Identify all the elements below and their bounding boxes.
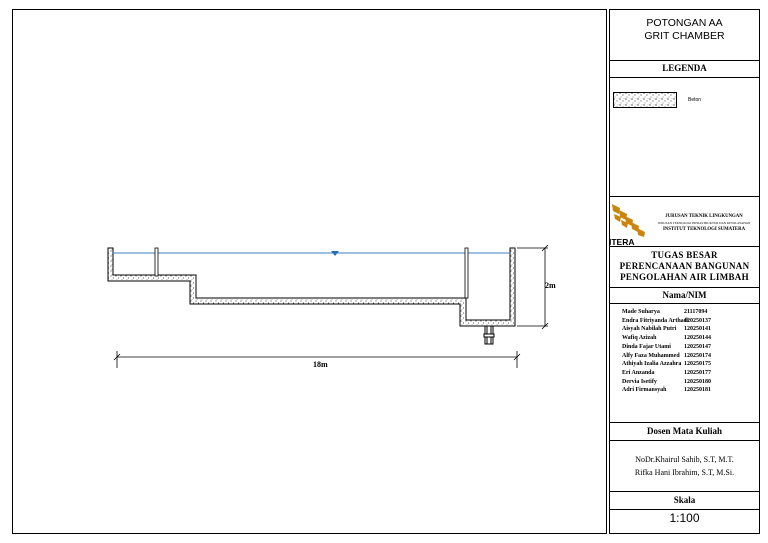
divider-legend-heading (609, 77, 760, 78)
divider-members (609, 422, 760, 423)
length-dimension (113, 351, 521, 368)
member-name: Dervia Isetify (622, 378, 657, 385)
member-name: Wafiq Azizah (622, 335, 657, 342)
project-line1: TUGAS BESAR (651, 250, 718, 260)
height-dimension-label: 2m (545, 281, 556, 290)
divider-lecturer (609, 491, 760, 492)
scale-heading: Skala (673, 495, 696, 505)
legend-swatch-beton (613, 92, 677, 108)
divider-scale-heading (609, 509, 760, 510)
member-row: Aisyah Nabilah Putri 120250141 (622, 325, 752, 334)
member-name: Dinda Fajar Utami (622, 343, 671, 350)
member-name: Endra Fitriyanda Arthadi (622, 317, 689, 324)
length-dimension-label: 18m (313, 360, 328, 369)
drawing-title-line1: POTONGAN AA (646, 17, 723, 29)
legend-heading: LEGENDA (662, 63, 707, 73)
lecturer-line2: Rifka Hani Ibrahim, S.T, M.Si. (634, 468, 735, 477)
member-nim: 120250175 (684, 361, 711, 368)
project-line2: PERENCANAAN BANGUNAN (619, 261, 750, 271)
member-row: Alfy Faza Muhammed 120250174 (622, 352, 752, 361)
member-name: Eri Anzanda (622, 369, 655, 376)
inlet-baffle (154, 247, 159, 277)
grit-chamber-section: 2m 18m (107, 244, 556, 369)
member-nim: 120250180 (684, 378, 711, 385)
member-row: Made Suharya 21117094 (622, 308, 752, 317)
member-row: Wafiq Azizah 120250144 (622, 334, 752, 343)
member-nim: 120250181 (684, 387, 711, 394)
institution-block: JURUSAN TEKNIK LINGKUNGAN JURUSAN TEKNOL… (648, 213, 760, 233)
member-nim: 21117094 (684, 309, 708, 315)
member-nim: 120250141 (684, 326, 711, 333)
height-dimension (517, 244, 549, 330)
member-nim: 120250137 (684, 317, 711, 324)
member-row: Eri Anzanda 120250177 (622, 369, 752, 378)
project-title: TUGAS BESAR PERENCANAAN BANGUNAN PENGOLA… (609, 250, 760, 283)
member-row: Dervia Isetify 120250180 (622, 378, 752, 387)
project-line3: PENGOLAHAN AIR LIMBAH (620, 272, 749, 282)
divider-legend (609, 196, 760, 197)
member-name: Adri Firmansyah (622, 387, 667, 394)
member-name: Alfy Faza Muhammed (622, 352, 680, 359)
itera-logo-icon (612, 204, 645, 237)
divider-lecturer-heading (609, 440, 760, 441)
logo-text: ITERA (609, 237, 635, 247)
drain-pipe (483, 325, 495, 345)
member-nim: 120250174 (684, 352, 711, 359)
member-nim: 120250147 (684, 343, 711, 350)
divider-members-heading (609, 303, 760, 304)
outlet-baffle (464, 247, 469, 299)
institution-line3: INSTITUT TEKNOLOGI SUMATERA (662, 227, 746, 232)
legend-item-label: Beton (688, 97, 702, 103)
divider-institution (609, 246, 760, 247)
drawing-title-line2: GRIT CHAMBER (644, 30, 725, 42)
water-level-marker (331, 251, 339, 256)
drawing-title: POTONGAN AA GRIT CHAMBER (609, 17, 760, 43)
lecturer-names: NoDr.Khairul Sahib, S.T, M.T. Rifka Hani… (609, 453, 760, 479)
member-nim: 120250177 (684, 369, 711, 376)
member-name: Aisyah Nabilah Putri (622, 326, 677, 333)
institution-line2: JURUSAN TEKNOLOGI INFRASTRUKTUR DAN KEWI… (657, 221, 751, 225)
member-row: Dinda Fajar Utami 120250147 (622, 343, 752, 352)
title-block (609, 9, 760, 534)
scale-value: 1:100 (669, 511, 700, 525)
lecturer-heading: Dosen Mata Kuliah (646, 426, 722, 436)
concrete-section (107, 247, 516, 327)
member-name: Made Suharya (622, 309, 660, 315)
member-row: Adri Firmansyah 120250181 (622, 386, 752, 395)
members-heading: Nama/NIM (662, 290, 707, 300)
drawing-frame (12, 9, 607, 534)
divider-title (609, 60, 760, 61)
lecturer-line1: NoDr.Khairul Sahib, S.T, M.T. (635, 455, 734, 464)
institution-line1: JURUSAN TEKNIK LINGKUNGAN (665, 214, 743, 219)
member-nim: 120250144 (684, 335, 711, 342)
member-name: Athiyah Izalia Azzahra (622, 361, 682, 368)
divider-project (609, 287, 760, 288)
